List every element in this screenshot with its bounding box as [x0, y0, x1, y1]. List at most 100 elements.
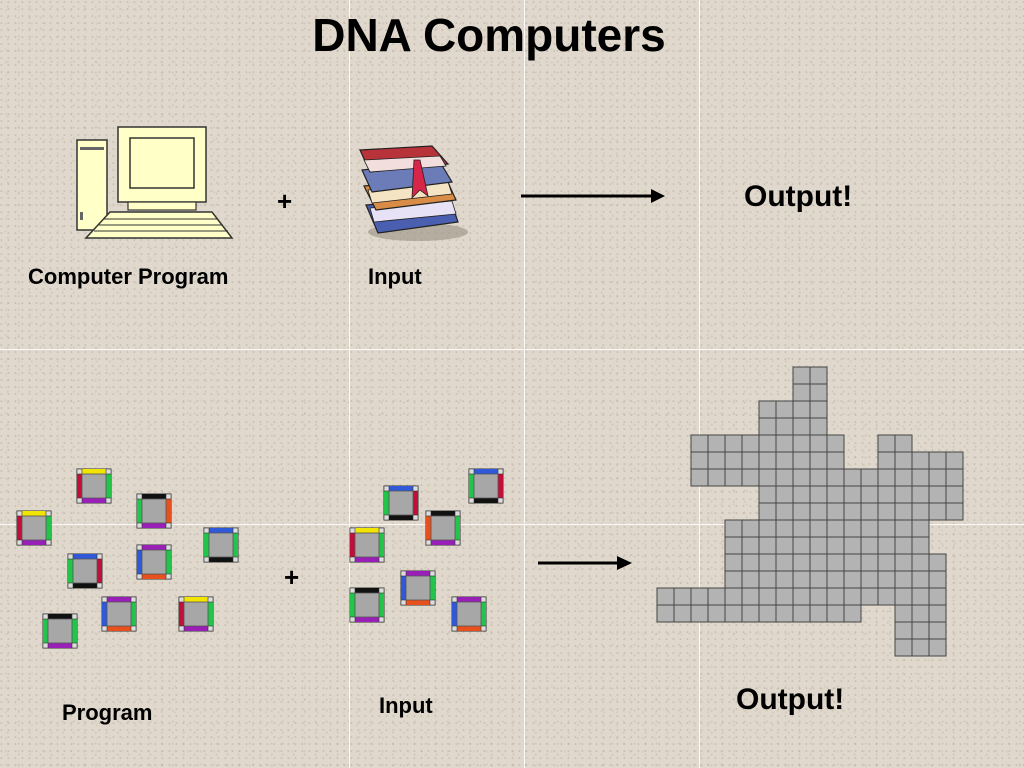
- output-cell: [724, 468, 743, 487]
- output-cell: [758, 451, 777, 470]
- output-cell: [758, 587, 777, 606]
- output-cell: [724, 519, 743, 538]
- output-cell: [741, 468, 760, 487]
- output-cell: [775, 536, 794, 555]
- output-cell: [894, 468, 913, 487]
- input-tile: [349, 587, 385, 623]
- input-tile: [425, 510, 461, 546]
- output-cell: [775, 519, 794, 538]
- output-cell: [826, 536, 845, 555]
- output-cell: [758, 502, 777, 521]
- grid-line: [699, 0, 700, 768]
- output-cell: [894, 536, 913, 555]
- output-cell: [741, 587, 760, 606]
- output-cell: [724, 451, 743, 470]
- output-cell: [792, 519, 811, 538]
- output-cell: [911, 604, 930, 623]
- output-cell: [809, 502, 828, 521]
- output-cell: [860, 468, 879, 487]
- grid-line: [349, 0, 350, 768]
- output-cell: [792, 553, 811, 572]
- output-cell: [911, 451, 930, 470]
- grid-line: [524, 0, 525, 768]
- output-cell: [928, 587, 947, 606]
- input-tile: [383, 485, 419, 521]
- output-cell: [843, 570, 862, 589]
- output-cell: [860, 485, 879, 504]
- grid-line: [0, 349, 1024, 350]
- program-tile: [67, 553, 103, 589]
- output-cell: [690, 451, 709, 470]
- output-cell: [758, 485, 777, 504]
- output-cell: [707, 434, 726, 453]
- program-tile: [136, 544, 172, 580]
- output-cell: [792, 451, 811, 470]
- output-cell: [758, 604, 777, 623]
- output-cell: [860, 553, 879, 572]
- output-cell: [894, 553, 913, 572]
- output-cell: [928, 468, 947, 487]
- output-cell: [911, 621, 930, 640]
- output-cell: [894, 587, 913, 606]
- program-tile: [42, 613, 78, 649]
- output-cell: [928, 485, 947, 504]
- output-cell: [877, 570, 896, 589]
- output-cell: [826, 451, 845, 470]
- program-tile: [76, 468, 112, 504]
- input-label-top: Input: [368, 264, 422, 289]
- program-tile: [203, 527, 239, 563]
- output-cell: [877, 553, 896, 572]
- output-cell: [843, 553, 862, 572]
- output-cell: [843, 587, 862, 606]
- output-cell: [809, 553, 828, 572]
- output-cell: [826, 485, 845, 504]
- output-cell: [690, 604, 709, 623]
- output-cell: [656, 604, 675, 623]
- output-cell: [690, 434, 709, 453]
- output-cell: [843, 536, 862, 555]
- output-cell: [741, 451, 760, 470]
- slide-title: DNA Computers: [312, 9, 666, 61]
- plus-sign-bottom: +: [284, 562, 300, 592]
- output-cell: [792, 587, 811, 606]
- output-cell: [724, 434, 743, 453]
- output-cell: [877, 468, 896, 487]
- output-cell: [928, 553, 947, 572]
- output-cell: [809, 383, 828, 402]
- output-cell: [775, 502, 794, 521]
- output-cell: [758, 570, 777, 589]
- output-cell: [673, 604, 692, 623]
- output-cell: [707, 451, 726, 470]
- output-cell: [809, 417, 828, 436]
- output-cell: [945, 451, 964, 470]
- output-cell: [673, 587, 692, 606]
- output-cell: [877, 502, 896, 521]
- output-cell: [758, 536, 777, 555]
- output-cell: [741, 519, 760, 538]
- output-cell: [860, 536, 879, 555]
- output-cell: [877, 485, 896, 504]
- output-cell: [877, 434, 896, 453]
- output-cell: [758, 519, 777, 538]
- output-cell: [741, 553, 760, 572]
- output-cell: [724, 553, 743, 572]
- output-cell: [877, 536, 896, 555]
- output-cell: [911, 519, 930, 538]
- plus-sign-top: +: [277, 186, 293, 216]
- output-cell: [826, 604, 845, 623]
- output-cell: [809, 400, 828, 419]
- output-cell: [911, 587, 930, 606]
- output-cell: [894, 621, 913, 640]
- output-cell: [809, 587, 828, 606]
- output-cell: [792, 536, 811, 555]
- output-cell: [775, 587, 794, 606]
- output-cell: [775, 468, 794, 487]
- output-cell: [894, 570, 913, 589]
- output-cell: [843, 519, 862, 538]
- output-cell: [792, 604, 811, 623]
- output-cell: [758, 434, 777, 453]
- output-cell: [843, 468, 862, 487]
